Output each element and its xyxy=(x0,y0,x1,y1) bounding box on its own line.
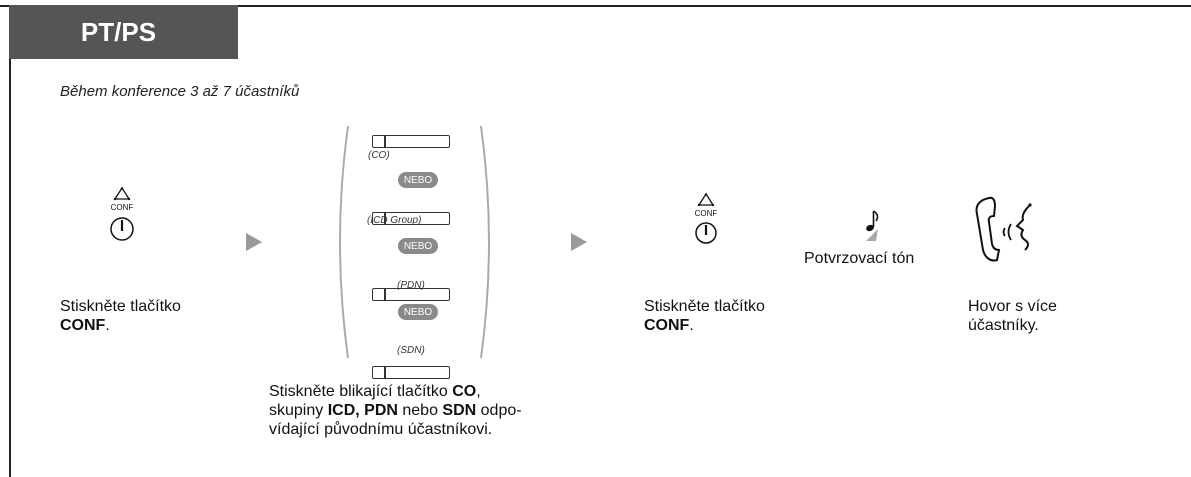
co-key-label: (CO) xyxy=(368,150,390,161)
left-rule xyxy=(9,5,11,477)
sdn-key xyxy=(372,366,450,379)
step2-text-part: Stiskněte blikající tlačítko xyxy=(269,383,453,400)
pdn-key-label: (PDN) xyxy=(397,280,425,291)
step3-text-line: Stiskněte tlačítko xyxy=(644,298,765,315)
step2-text-part: vídající původnímu účastníkovi. xyxy=(269,421,493,438)
step3-instruction: Stiskněte tlačítko CONF. xyxy=(644,297,765,335)
step1-period: . xyxy=(105,317,110,334)
step2-text-part: , xyxy=(476,383,481,400)
section-tab: PT/PS xyxy=(9,5,238,59)
icd-group-key xyxy=(372,212,450,225)
step2-key-sdn: SDN xyxy=(442,402,477,419)
step2-text-part: nebo xyxy=(397,402,443,419)
arrow-icon xyxy=(571,233,587,251)
step5-instruction: Hovor s více účastníky. xyxy=(968,297,1057,335)
co-line-key xyxy=(372,135,450,148)
step5-text-line: Hovor s více xyxy=(968,298,1057,315)
section-subtitle: Během konference 3 až 7 účastníků xyxy=(60,83,300,100)
step3-period: . xyxy=(689,317,694,334)
step2-key-icd-pdn: ICD, PDN xyxy=(327,402,398,419)
pdn-key xyxy=(372,288,450,301)
step2-text-part: odpo- xyxy=(476,402,522,419)
right-parenthesis xyxy=(477,122,499,367)
or-badge: NEBO xyxy=(398,238,438,254)
left-parenthesis xyxy=(330,122,352,367)
icd-group-key-label: (ICD Group) xyxy=(367,215,422,226)
arrow-icon xyxy=(246,233,262,251)
conf-key-icon: CONF xyxy=(104,186,140,251)
step2-text-part: skupiny xyxy=(269,402,328,419)
or-badge: NEBO xyxy=(398,304,438,320)
handset-talk-icon xyxy=(967,192,1047,273)
step1-text-line: Stiskněte tlačítko xyxy=(60,298,181,315)
step2-key-co: CO xyxy=(452,383,477,400)
confirmation-tone-label: Potvrzovací tón xyxy=(804,250,915,267)
step2-instruction: Stiskněte blikající tlačítko CO, skupiny… xyxy=(269,382,522,439)
conf-key-label: CONF xyxy=(695,209,718,218)
top-rule xyxy=(0,5,1191,7)
step3-key-name: CONF xyxy=(644,317,690,334)
step1-key-name: CONF xyxy=(60,317,106,334)
sdn-key-label: (SDN) xyxy=(397,345,425,356)
music-note-icon xyxy=(864,207,886,248)
or-badge: NEBO xyxy=(398,172,438,188)
step1-instruction: Stiskněte tlačítko CONF. xyxy=(60,297,181,335)
conf-key-icon: CONF xyxy=(688,192,724,257)
conf-key-label: CONF xyxy=(111,203,134,212)
step5-text-line: účastníky. xyxy=(968,317,1039,334)
